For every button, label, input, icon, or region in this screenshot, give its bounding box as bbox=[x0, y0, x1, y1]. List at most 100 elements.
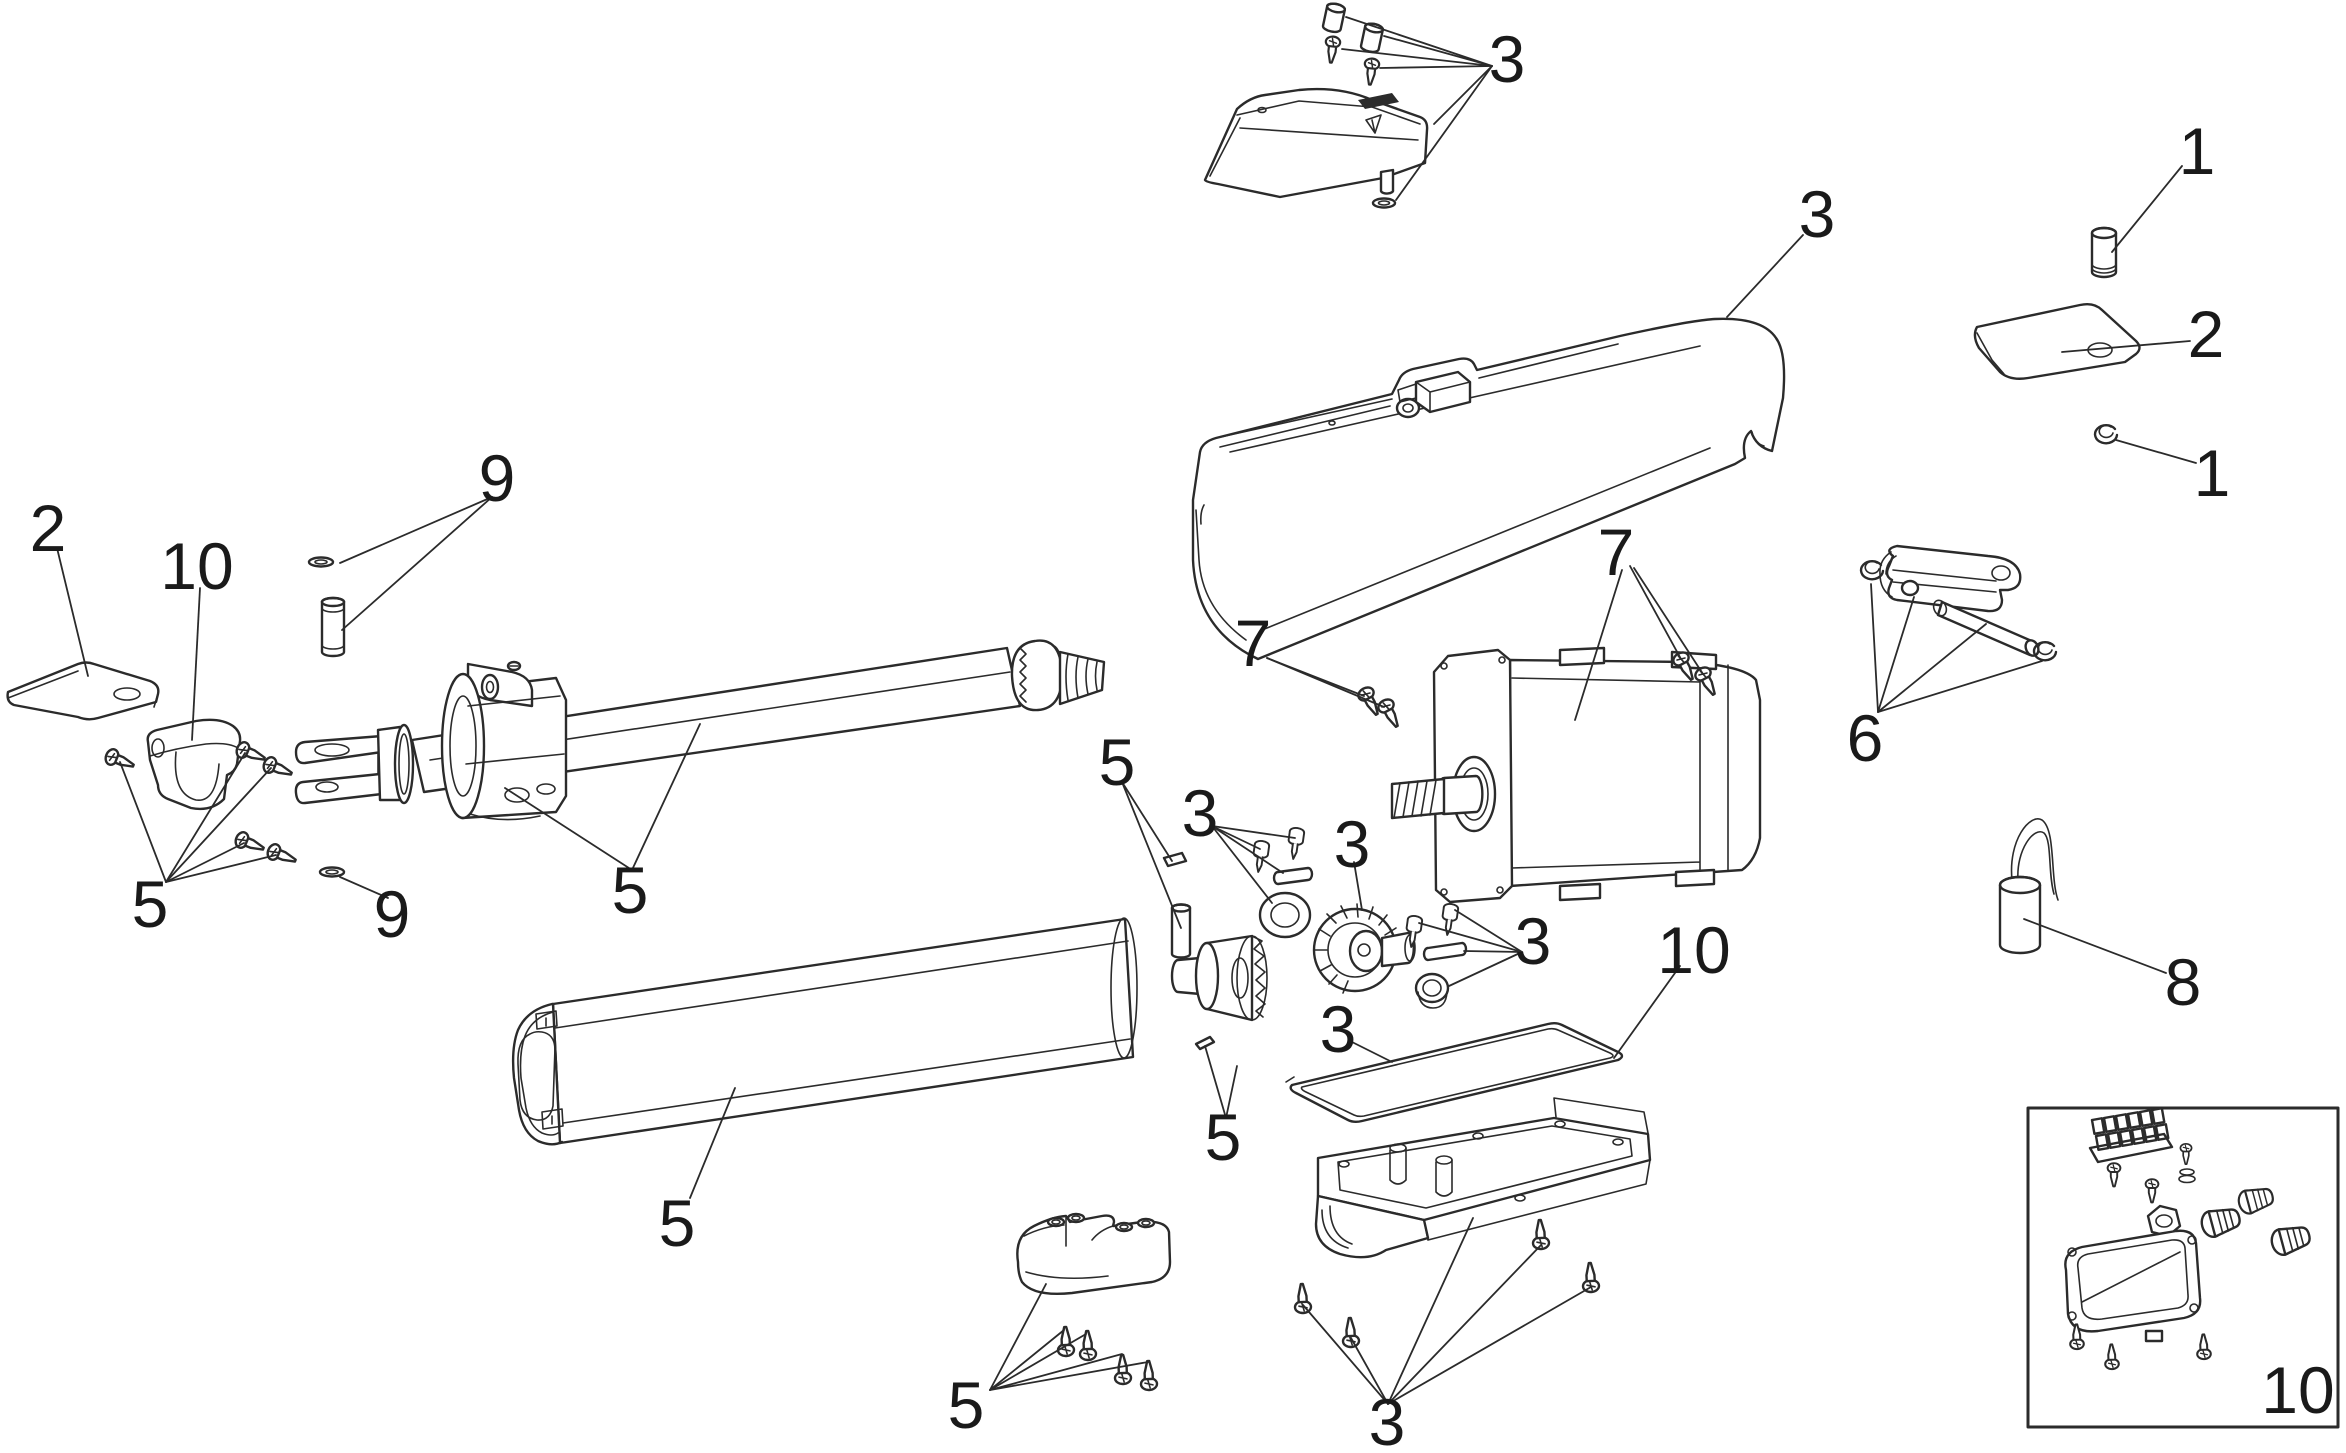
callout-label-c3g: 3 bbox=[1369, 1385, 1406, 1453]
screw-icon bbox=[1374, 695, 1406, 732]
leader-line-c2b bbox=[56, 547, 89, 677]
bushing-cap-icon bbox=[1359, 21, 1385, 55]
callout-label-c5a: 5 bbox=[132, 867, 169, 941]
screw-icon bbox=[1361, 56, 1381, 87]
part-main-cover bbox=[1191, 317, 1786, 661]
part-clevis-pin bbox=[2090, 226, 2118, 279]
cable-gland-icon bbox=[2267, 1220, 2314, 1259]
leader-line-c3a bbox=[1395, 65, 1493, 201]
leader-line-c5c bbox=[1121, 781, 1173, 862]
leader-line-c5e bbox=[989, 1353, 1123, 1391]
leader-line-c3c bbox=[1211, 825, 1296, 839]
callout-label-c2a: 2 bbox=[2188, 297, 2225, 371]
leader-line-c10b bbox=[1613, 965, 1681, 1059]
leader-line-c5d bbox=[689, 1087, 736, 1199]
screw-icon bbox=[2103, 1343, 2120, 1371]
leader-line-c5f bbox=[1204, 1045, 1227, 1119]
callout-label-c9a: 9 bbox=[479, 441, 516, 515]
leader-line-c3g bbox=[1302, 1304, 1389, 1405]
callout-label-c3c: 3 bbox=[1182, 776, 1219, 850]
leader-line-c3g bbox=[1387, 1217, 1474, 1405]
leader-line-c6 bbox=[1870, 583, 1879, 713]
callout-label-c1b: 1 bbox=[2194, 436, 2231, 510]
callout-label-c3b: 3 bbox=[1799, 177, 1836, 251]
leader-line-c3g bbox=[1387, 1286, 1592, 1405]
part-bracket-plate-right bbox=[1973, 302, 2141, 380]
part-end-cap-bracket bbox=[1016, 1212, 1172, 1392]
callout-label-c8: 8 bbox=[2165, 945, 2202, 1019]
part-cover-gasket bbox=[1285, 1022, 1624, 1123]
leader-line-c5c bbox=[1121, 781, 1182, 929]
leader-line-c3e bbox=[1454, 909, 1523, 953]
part-pivot-clamp-cover bbox=[146, 718, 242, 811]
leader-line-c3a bbox=[1379, 65, 1493, 69]
terminal-block-icon bbox=[2088, 1107, 2174, 1164]
leader-line-c7b bbox=[1574, 569, 1623, 721]
callout-label-c3a: 3 bbox=[1489, 22, 1526, 96]
cable-gland-icon bbox=[2197, 1202, 2244, 1241]
leader-line-c9b bbox=[339, 876, 389, 899]
leader-line-c3a bbox=[1433, 65, 1493, 125]
callout-label-c10a: 10 bbox=[160, 529, 233, 603]
callout-label-c3f: 3 bbox=[1320, 992, 1357, 1066]
leader-line-c1a bbox=[2111, 165, 2183, 253]
part-rear-fork-joint bbox=[1859, 544, 2058, 662]
leader-line-c7b bbox=[1629, 565, 1682, 660]
leader-line-c3c bbox=[1211, 825, 1284, 874]
leader-line-c5a bbox=[119, 761, 167, 883]
leader-line-c7b bbox=[1633, 567, 1704, 675]
leader-line-c5a bbox=[165, 752, 246, 883]
inset-box-border bbox=[2026, 1106, 2340, 1429]
leader-line-c1b bbox=[2115, 439, 2197, 464]
leader-line-c3a bbox=[1345, 16, 1493, 67]
part-snap-ring-right bbox=[2093, 424, 2119, 445]
screw-icon bbox=[2179, 1142, 2193, 1165]
leader-line-c10a bbox=[191, 587, 201, 741]
part-actuator-tube-assembly bbox=[294, 639, 1106, 821]
callout-label-c5b: 5 bbox=[612, 853, 649, 927]
leader-line-c5b bbox=[631, 723, 701, 871]
leader-line-c5a bbox=[165, 842, 245, 883]
leader-line-c5f bbox=[1225, 1065, 1238, 1119]
callout-label-c10c: 10 bbox=[2261, 1353, 2334, 1427]
leader-line-c3g bbox=[1387, 1244, 1542, 1405]
callout-label-c3e: 3 bbox=[1515, 904, 1552, 978]
leader-line-c5e bbox=[989, 1283, 1047, 1391]
leader-line-c6 bbox=[1877, 596, 1915, 713]
callout-label-c5f: 5 bbox=[1205, 1100, 1242, 1174]
leader-line-c5e bbox=[989, 1333, 1087, 1391]
leader-line-c3a bbox=[1341, 48, 1493, 67]
callout-label-c6: 6 bbox=[1847, 701, 1884, 775]
callout-label-c7a: 7 bbox=[1235, 606, 1272, 680]
leader-line-c3d bbox=[1353, 861, 1363, 911]
leader-line-c5e bbox=[989, 1361, 1149, 1391]
screw-icon bbox=[2106, 1162, 2122, 1188]
leader-line-c9a bbox=[341, 496, 493, 631]
leader-line-c5e bbox=[989, 1329, 1065, 1391]
bushing-cap-icon bbox=[1321, 1, 1347, 35]
leader-line-c3e bbox=[1418, 922, 1523, 953]
leader-line-c6 bbox=[1877, 660, 2043, 713]
part-motor bbox=[1354, 646, 1762, 904]
screw-icon bbox=[1322, 34, 1342, 65]
leader-line-c3e bbox=[1448, 951, 1523, 987]
part-release-cover-group bbox=[1203, 1, 1429, 209]
callout-label-c5e: 5 bbox=[948, 1368, 985, 1442]
leader-line-c3c bbox=[1211, 825, 1261, 850]
part-capacitor bbox=[1998, 818, 2059, 955]
callout-label-c5c: 5 bbox=[1099, 725, 1136, 799]
callout-label-c9b: 9 bbox=[374, 877, 411, 951]
leader-line-c3a bbox=[1383, 35, 1493, 67]
leader-line-c5a bbox=[165, 767, 272, 883]
screw-icon bbox=[2144, 1178, 2160, 1204]
leader-line-c3g bbox=[1350, 1337, 1389, 1405]
part-bracket-plate-left bbox=[6, 661, 160, 721]
leader-line-c9a bbox=[339, 496, 493, 564]
callout-label-c1a: 1 bbox=[2179, 114, 2216, 188]
leader-line-c3e bbox=[1463, 950, 1523, 953]
leader-line-c5a bbox=[165, 854, 277, 883]
inset-terminal-box bbox=[2026, 1106, 2340, 1429]
part-pivot-pin-washers bbox=[307, 556, 346, 878]
